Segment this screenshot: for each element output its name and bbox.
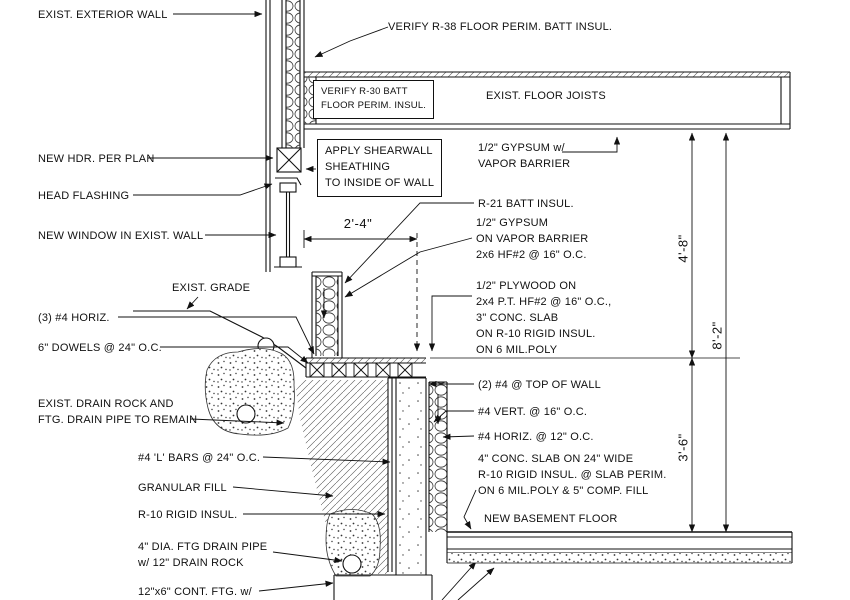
label-vert-bars: #4 VERT. @ 16" O.C. [478, 406, 588, 418]
footing-section [333, 561, 495, 600]
ftg-drain-rock-area [325, 509, 381, 577]
dim-8-2: 8'-2" [709, 321, 725, 350]
label-new-window: NEW WINDOW IN EXIST. WALL [38, 230, 204, 242]
label-new-basement-floor: NEW BASEMENT FLOOR [484, 513, 618, 525]
label-r21-batt: R-21 BATT INSUL. [478, 198, 574, 210]
dim-3-6: 3'-6" [675, 433, 691, 462]
label-shearwall-box: APPLY SHEARWALL SHEATHING TO INSIDE OF W… [317, 139, 443, 197]
label-gypsum-vapor: 1/2" GYPSUM w/ VAPOR BARRIER [478, 142, 571, 170]
new-header-block [276, 147, 302, 173]
label-r10-rigid: R-10 RIGID INSUL. [138, 509, 238, 521]
new-2x6-wall-section [311, 271, 343, 358]
label-l-bars: #4 'L' BARS @ 24" O.C. [138, 452, 261, 464]
leader-lines [118, 10, 621, 592]
label-gypsum-on-vb: 1/2" GYPSUM ON VAPOR BARRIER 2x6 HF#2 @ … [476, 217, 589, 261]
label-exist-exterior-wall: EXIST. EXTERIOR WALL [38, 9, 168, 21]
label-two-4-top-of-wall: (2) #4 @ TOP OF WALL [478, 379, 601, 391]
label-new-hdr: NEW HDR. PER PLAN [38, 153, 155, 165]
basement-slab-section [446, 531, 793, 564]
label-plywood-stack: 1/2" PLYWOOD ON 2x4 P.T. HF#2 @ 16" O.C.… [476, 280, 612, 356]
label-three-4-horiz: (3) #4 HORIZ. [38, 312, 110, 324]
head-flashing-shape [275, 177, 302, 186]
window-section [274, 182, 302, 268]
exist-exterior-wall-section [265, 0, 305, 272]
label-exist-grade: EXIST. GRADE [172, 282, 251, 294]
label-conc-slab-4: 4" CONC. SLAB ON 24" WIDE R-10 RIGID INS… [478, 453, 667, 497]
label-horiz-bars: #4 HORIZ. @ 12" O.C. [478, 431, 594, 443]
label-exist-floor-joists: EXIST. FLOOR JOISTS [486, 90, 606, 102]
label-granular-fill: GRANULAR FILL [138, 482, 227, 494]
label-cont-ftg: 12"x6" CONT. FTG. w/ [138, 586, 252, 598]
dimension-lines [303, 132, 740, 533]
label-dowels: 6" DOWELS @ 24" O.C. [38, 342, 162, 354]
label-verify-r38: VERIFY R-38 FLOOR PERIM. BATT INSUL. [388, 21, 613, 33]
dim-4-8: 4'-8" [675, 234, 691, 263]
label-ftg-drain-pipe: 4" DIA. FTG DRAIN PIPE w/ 12" DRAIN ROCK [138, 541, 268, 569]
dim-2-4: 2'-4" [343, 216, 373, 231]
label-verify-r30-box: VERIFY R-30 BATT FLOOR PERIM. INSUL. [313, 80, 435, 119]
label-head-flashing: HEAD FLASHING [38, 190, 130, 202]
exist-drain-rock-area [204, 348, 295, 436]
main-slab-band [305, 357, 426, 378]
basement-wall-section [387, 377, 448, 575]
label-exist-drain-rock: EXIST. DRAIN ROCK AND FTG. DRAIN PIPE TO… [38, 398, 198, 426]
